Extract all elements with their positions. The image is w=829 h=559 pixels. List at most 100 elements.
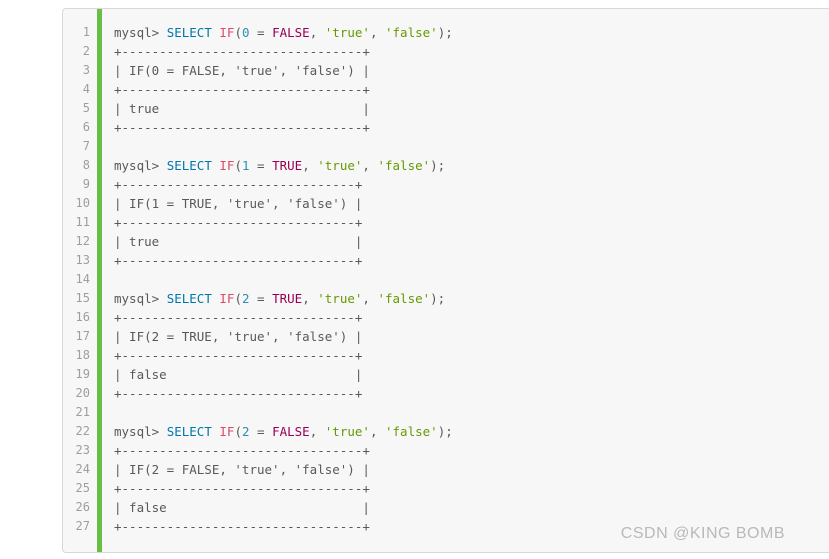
code-token-function: IF (219, 424, 235, 439)
code-token-plain: , (309, 25, 325, 40)
code-token-plain: ( (234, 424, 242, 439)
code-line: mysql> SELECT IF(0 = FALSE, 'true', 'fal… (114, 23, 829, 42)
code-line: mysql> SELECT IF(2 = TRUE, 'true', 'fals… (114, 289, 829, 308)
code-token-plain: = (249, 158, 273, 173)
line-number: 8 (82, 158, 90, 172)
line-number: 11 (75, 215, 90, 229)
code-token-plain: | true | (114, 101, 370, 116)
code-token-plain: , (362, 158, 378, 173)
code-token-keyword: SELECT (166, 424, 212, 439)
code-token-plain: +-------------------------------+ (114, 348, 363, 363)
code-token-number: 2 (241, 424, 250, 439)
code-token-string: 'true' (324, 25, 370, 40)
code-line: | true | (114, 232, 829, 251)
code-token-plain: = (249, 25, 273, 40)
code-token-function: IF (219, 158, 235, 173)
code-line: mysql> SELECT IF(2 = FALSE, 'true', 'fal… (114, 422, 829, 441)
line-number: 21 (75, 405, 90, 419)
code-token-keyword: SELECT (166, 158, 212, 173)
code-token-plain: | IF(0 = FALSE, 'true', 'false') | (114, 63, 370, 78)
code-line: | IF(0 = FALSE, 'true', 'false') | (114, 61, 829, 80)
code-token-plain: +-------------------------------+ (114, 310, 363, 325)
line-number: 18 (75, 348, 90, 362)
code-line: | false | (114, 365, 829, 384)
code-token-number: 2 (241, 291, 250, 306)
line-number: 14 (75, 272, 90, 286)
code-token-boolean: FALSE (272, 424, 310, 439)
code-token-boolean: TRUE (272, 291, 303, 306)
code-token-plain: | IF(1 = TRUE, 'true', 'false') | (114, 196, 363, 211)
line-number: 26 (75, 500, 90, 514)
code-token-plain: mysql> (114, 291, 167, 306)
code-line (114, 403, 829, 422)
code-token-string: 'false' (385, 424, 438, 439)
line-number: 25 (75, 481, 90, 495)
code-line: +--------------------------------+ (114, 80, 829, 99)
code-line: +-------------------------------+ (114, 175, 829, 194)
code-token-plain: +--------------------------------+ (114, 481, 370, 496)
code-token-plain: +--------------------------------+ (114, 44, 370, 59)
code-token-keyword: SELECT (166, 291, 212, 306)
line-number: 16 (75, 310, 90, 324)
watermark: CSDN @KING BOMB (620, 525, 785, 542)
code-line: +-------------------------------+ (114, 213, 829, 232)
code-token-string: 'true' (317, 291, 363, 306)
code-token-plain: ); (430, 291, 446, 306)
code-token-plain: +-------------------------------+ (114, 177, 363, 192)
code-token-plain: ); (437, 25, 453, 40)
code-token-string: 'true' (317, 158, 363, 173)
code-line: +--------------------------------+ (114, 441, 829, 460)
code-token-number: 1 (241, 158, 250, 173)
line-number: 17 (75, 329, 90, 343)
code-token-plain: , (302, 158, 318, 173)
code-line: | IF(2 = TRUE, 'true', 'false') | (114, 327, 829, 346)
line-number: 15 (75, 291, 90, 305)
code-token-plain: = (249, 291, 273, 306)
line-number: 5 (82, 101, 90, 115)
line-number: 12 (75, 234, 90, 248)
code-token-plain: | true | (114, 234, 363, 249)
code-token-plain: = (249, 424, 273, 439)
code-token-plain: mysql> (114, 25, 167, 40)
code-token-plain: +--------------------------------+ (114, 120, 370, 135)
code-token-plain: +-------------------------------+ (114, 215, 363, 230)
code-token-plain: ); (437, 424, 453, 439)
code-token-string: 'false' (377, 291, 431, 306)
code-token-plain: mysql> (114, 424, 167, 439)
line-number: 13 (75, 253, 90, 267)
line-number: 2 (82, 44, 90, 58)
code-token-boolean: FALSE (272, 25, 310, 40)
line-number: 9 (82, 177, 90, 191)
code-token-plain: , (369, 424, 385, 439)
code-line: | IF(1 = TRUE, 'true', 'false') | (114, 194, 829, 213)
code-token-string: 'false' (385, 25, 438, 40)
line-number: 23 (75, 443, 90, 457)
code-token-function: IF (219, 25, 235, 40)
code-token-plain: +-------------------------------+ (114, 386, 363, 401)
code-line: +--------------------------------+ (114, 517, 829, 536)
code-token-plain: ( (234, 158, 242, 173)
code-token-plain: , (362, 291, 378, 306)
line-number: 24 (75, 462, 90, 476)
code-lines: mysql> SELECT IF(0 = FALSE, 'true', 'fal… (114, 23, 829, 536)
code-token-plain: ( (234, 25, 242, 40)
code-line: +--------------------------------+ (114, 42, 829, 61)
code-token-plain: | IF(2 = FALSE, 'true', 'false') | (114, 462, 370, 477)
code-line (114, 270, 829, 289)
code-token-plain: , (302, 291, 318, 306)
code-token-plain: +--------------------------------+ (114, 82, 370, 97)
code-token-function: IF (219, 291, 235, 306)
code-line: mysql> SELECT IF(1 = TRUE, 'true', 'fals… (114, 156, 829, 175)
code-line: +--------------------------------+ (114, 118, 829, 137)
accent-bar (97, 9, 102, 552)
line-number: 1 (82, 25, 90, 39)
line-number: 27 (75, 519, 90, 533)
code-line: +-------------------------------+ (114, 346, 829, 365)
line-number: 3 (82, 63, 90, 77)
code-token-string: 'false' (377, 158, 431, 173)
code-line: +--------------------------------+ (114, 479, 829, 498)
code-line: +-------------------------------+ (114, 251, 829, 270)
code-line: +-------------------------------+ (114, 308, 829, 327)
